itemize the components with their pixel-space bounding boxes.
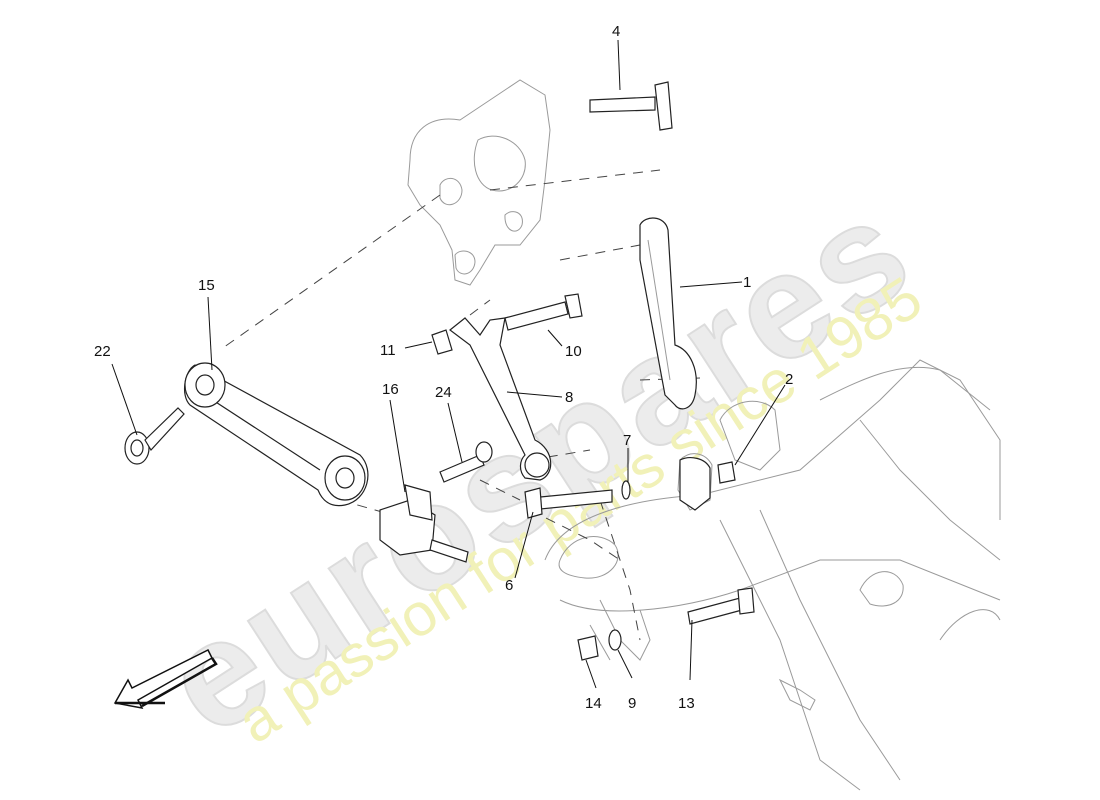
- bushing-2: [679, 457, 736, 511]
- callout-7: 7: [623, 432, 631, 449]
- knuckle: [407, 79, 551, 286]
- callout-1: 1: [743, 274, 751, 291]
- callout-4: 4: [612, 23, 620, 40]
- subframe: [544, 359, 1001, 791]
- control-arm-8: [449, 317, 552, 481]
- callout-24: 24: [435, 384, 452, 401]
- bolt-10: [504, 293, 583, 331]
- bolt-24: [439, 441, 493, 483]
- bolt-22: [124, 407, 185, 465]
- washer-9: [608, 629, 622, 651]
- assembly-lines: [219, 169, 701, 641]
- callout-6: 6: [505, 577, 513, 594]
- callout-2: 2: [785, 371, 793, 388]
- bolt-6: [524, 487, 613, 519]
- callout-22: 22: [94, 343, 111, 360]
- arrow-down-left-icon: [113, 648, 218, 710]
- washer-7: [621, 480, 631, 500]
- nut-14: [577, 635, 599, 661]
- callout-11: 11: [380, 342, 396, 359]
- control-arm-1: [639, 217, 697, 410]
- callout-16: 16: [382, 381, 399, 398]
- callout-9: 9: [628, 695, 636, 712]
- bolt-13: [687, 587, 755, 625]
- link-arm-15: [183, 362, 369, 507]
- callout-labels: 1 2 4 6 7 8 9 10 11 13 14 15 16 22 24: [94, 23, 793, 712]
- callout-8: 8: [565, 389, 573, 406]
- callout-10: 10: [565, 343, 582, 360]
- leader-lines: [111, 39, 786, 689]
- bracket-16: [379, 484, 469, 563]
- bolt-4: [589, 81, 673, 131]
- callout-14: 14: [585, 695, 602, 712]
- nut-11: [431, 329, 453, 355]
- callout-13: 13: [678, 695, 695, 712]
- callout-15: 15: [198, 277, 215, 294]
